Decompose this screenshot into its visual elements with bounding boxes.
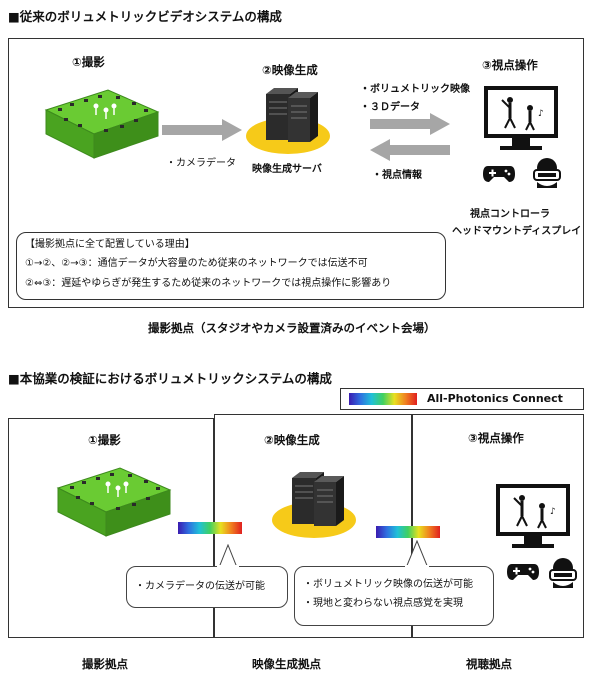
callout-bubble-capture: ・カメラデータの伝送が可能 <box>126 566 288 608</box>
bottom-step3-label: ③視点操作 <box>468 431 524 445</box>
apn-legend-gradient <box>349 393 417 405</box>
callout-bubble-generation-line1: ・ボリュメトリック映像の伝送が可能 <box>303 579 473 590</box>
callout-pointer-1-join <box>217 565 239 568</box>
studio-illustration-bottom <box>56 467 172 537</box>
studio-illustration-top <box>44 89 160 159</box>
reason-line-1: ①→②、②→③：通信データが大容量のため従来のネットワークでは伝送不可 <box>25 258 368 269</box>
callout-bubble-generation-line2: ・現地と変わらない視点感覚を実現 <box>303 598 463 609</box>
server-icon-top <box>246 88 330 154</box>
top-server-label: 映像生成サーバ <box>252 164 322 175</box>
reason-title: 【撮影拠点に全て配置している理由】 <box>25 239 195 250</box>
bottom-section-heading: ■本協業の検証におけるボリュメトリックシステムの構成 <box>8 371 332 386</box>
top-step2-label: ②映像生成 <box>262 63 318 77</box>
top-volumetric-video-label: ・ボリュメトリック映像 <box>360 84 470 95</box>
top-step3-label: ③視点操作 <box>482 58 538 72</box>
apn-link-generation-viewing <box>376 526 440 538</box>
top-arrow-camera-to-server <box>162 119 242 141</box>
site-label-generation: 映像生成拠点 <box>252 657 321 671</box>
site-label-capture: 撮影拠点 <box>82 657 128 671</box>
svg-text:♪: ♪ <box>538 109 544 119</box>
bottom-step1-label: ①撮影 <box>88 433 121 447</box>
reason-line-2: ②⇔③：遅延やゆらぎが発生するため従来のネットワークでは視点操作に影響あり <box>25 278 392 289</box>
server-icon-bottom <box>272 472 356 538</box>
top-controller-label: 視点コントローラ <box>470 209 550 220</box>
callout-bubble-generation: ・ボリュメトリック映像の伝送が可能 ・現地と変わらない視点感覚を実現 <box>294 566 494 626</box>
apn-legend-label: All-Photonics Connect <box>427 392 563 405</box>
top-camera-data-label: ・カメラデータ <box>166 158 236 169</box>
callout-pointer-2 <box>405 540 429 568</box>
top-hmd-label: ヘッドマウントディスプレイ <box>452 226 582 237</box>
top-step1-label: ①撮影 <box>72 55 105 69</box>
monitor-icon-top: ♪ <box>484 86 558 150</box>
game-controller-icon-top <box>483 166 515 182</box>
top-arrow-viewer-to-server <box>370 139 450 161</box>
site-label-viewing: 視聴拠点 <box>466 657 512 671</box>
reason-box: 【撮影拠点に全て配置している理由】 ①→②、②→③：通信データが大容量のため従来… <box>16 232 446 300</box>
top-viewpoint-info-label: ・視点情報 <box>372 170 422 181</box>
callout-pointer-2-join <box>405 565 429 568</box>
apn-link-capture-generation <box>178 522 242 534</box>
callout-bubble-capture-text: ・カメラデータの伝送が可能 <box>135 581 265 592</box>
top-caption: 撮影拠点（スタジオやカメラ設置済みのイベント会場） <box>148 321 436 335</box>
game-controller-icon-bottom <box>507 564 539 580</box>
head-mounted-display-icon-top <box>533 158 561 188</box>
monitor-icon-bottom: ♪ <box>496 484 570 548</box>
top-section-heading: ■従来のボリュメトリックビデオシステムの構成 <box>8 9 282 24</box>
head-mounted-display-icon-bottom <box>549 558 577 588</box>
top-3d-data-label: ・３Ｄデータ <box>360 102 420 113</box>
apn-legend: All-Photonics Connect <box>340 388 584 410</box>
bottom-step2-label: ②映像生成 <box>264 433 320 447</box>
callout-pointer-1 <box>217 544 239 570</box>
top-arrow-server-to-viewer <box>370 113 450 135</box>
svg-text:♪: ♪ <box>550 507 556 517</box>
